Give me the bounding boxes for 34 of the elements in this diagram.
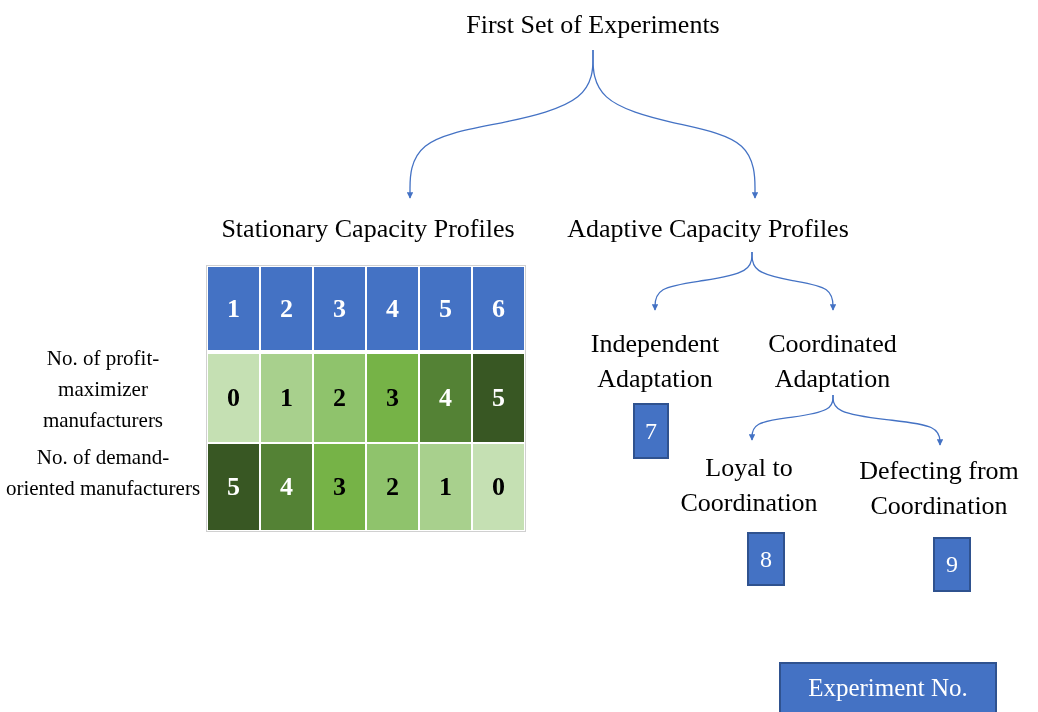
category-label: Coordinated Adaptation (768, 329, 897, 393)
category-label: Stationary Capacity Profiles (221, 214, 515, 243)
experiment-number: 4 (367, 267, 418, 350)
curved-arrow (832, 394, 944, 446)
category-label: Loyal to Coordination (680, 453, 818, 517)
legend-label: Experiment No. (808, 674, 968, 702)
row-label: No. of profit-maximizer manufacturers (41, 345, 165, 434)
curved-arrow (592, 49, 759, 199)
table-value: 0 (473, 444, 524, 530)
table-value: 2 (367, 444, 418, 530)
category-label: Defecting from Coordination (859, 456, 1019, 520)
row-label: No. of demand-oriented manufacturers (5, 444, 201, 502)
category-label: Independent Adaptation (590, 329, 720, 393)
category-label: Adaptive Capacity Profiles (567, 214, 849, 243)
experiment-number: 1 (208, 267, 259, 350)
table-value: 3 (367, 354, 418, 442)
table-value: 5 (208, 444, 259, 530)
experiment-number: 8 (747, 532, 785, 586)
table-value: 1 (420, 444, 471, 530)
table-value: 2 (314, 354, 365, 442)
experiment-number: 7 (633, 403, 669, 459)
experiment-number: 3 (314, 267, 365, 350)
heading: First Set of Experiments (466, 10, 720, 39)
experiment-number: 6 (473, 267, 524, 350)
table-value: 3 (314, 444, 365, 530)
experiment-number: 5 (420, 267, 471, 350)
table-value: 1 (261, 354, 312, 442)
table-value: 4 (261, 444, 312, 530)
table-value: 5 (473, 354, 524, 442)
table-value: 0 (208, 354, 259, 442)
table-value: 4 (420, 354, 471, 442)
curved-arrow (751, 251, 837, 311)
experiment-number: 9 (933, 537, 971, 592)
experiment-number: 2 (261, 267, 312, 350)
